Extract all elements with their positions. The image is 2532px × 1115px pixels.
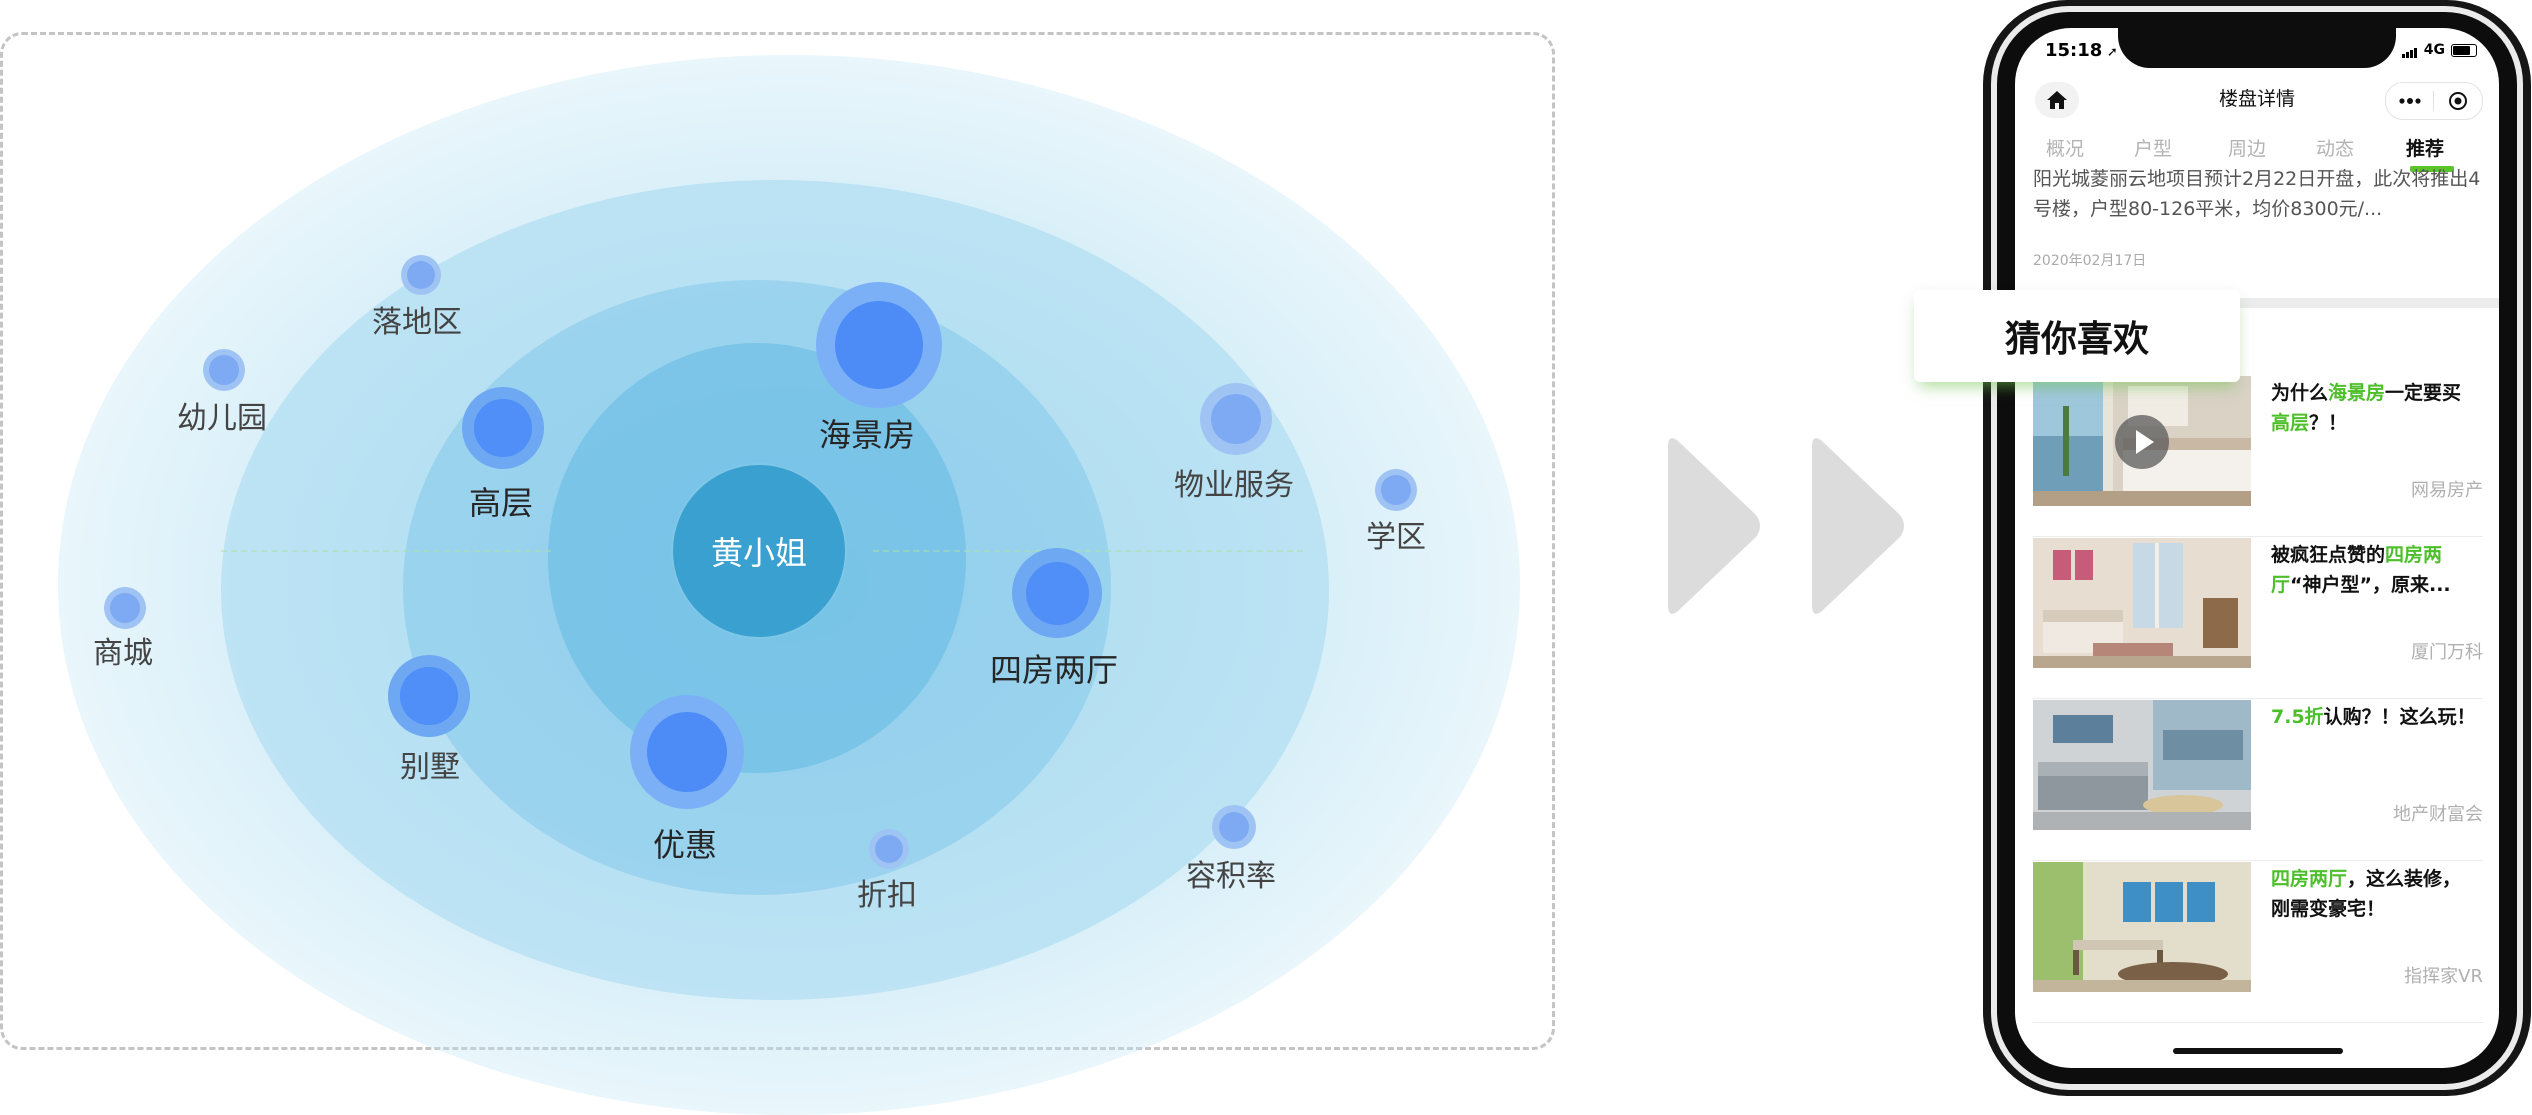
- article-source: 指挥家VR: [2404, 966, 2483, 987]
- chevron-right-icon: [1668, 438, 1760, 614]
- notch: [2118, 28, 2396, 68]
- tag-dot: [1200, 383, 1272, 455]
- tag-dot: [462, 387, 544, 469]
- article-thumbnail: [2033, 862, 2251, 992]
- tag-label: 高层: [468, 484, 534, 522]
- home-icon: [2047, 91, 2067, 109]
- tag-dot: [1375, 469, 1417, 511]
- close-miniapp-button[interactable]: [2434, 91, 2481, 111]
- tag-dot: [816, 282, 942, 408]
- article-card[interactable]: 7.5折认购？！这么玩！ 地产财富会: [2033, 700, 2483, 861]
- tab-recommend[interactable]: 推荐: [2405, 138, 2445, 160]
- nav-bar: 楼盘详情: [2015, 72, 2499, 128]
- tag-dot: [1012, 548, 1102, 638]
- page-title: 楼盘详情: [2218, 88, 2295, 110]
- article-card[interactable]: 被疯狂点赞的四房两厅“神户型”，原来... 厦门万科: [2033, 538, 2483, 699]
- signal-icon: [2401, 42, 2418, 58]
- article-thumbnail: [2033, 538, 2251, 668]
- tag-label: 容积率: [1186, 859, 1276, 894]
- interest-map: 黄小姐 海景房 高层 四房两厅 优惠 别墅 物业服务 落地区 幼儿园 商城: [0, 32, 1555, 1115]
- tag-dot: [203, 349, 245, 391]
- tab-news[interactable]: 动态: [2315, 138, 2355, 160]
- target-icon: [2448, 92, 2467, 110]
- tab-overview[interactable]: 概况: [2045, 138, 2085, 160]
- capsule-divider: [2433, 91, 2434, 111]
- article-source: 地产财富会: [2393, 804, 2483, 825]
- tag-dot: [869, 829, 909, 869]
- tab-bar: 概况 户型 周边 动态 推荐: [2015, 134, 2499, 174]
- status-icons: 4G: [2401, 42, 2477, 58]
- more-icon: [2398, 98, 2421, 104]
- article-title: 为什么海景房一定要买高层？！: [2271, 382, 2462, 434]
- article-card[interactable]: 四房两厅，这么装修，刚需变豪宅！ 指挥家VR: [2033, 862, 2483, 1023]
- axis-right: [873, 550, 1303, 552]
- active-tab-indicator: [2410, 166, 2454, 172]
- network-label: 4G: [2423, 42, 2445, 58]
- tag-label: 海景房: [818, 416, 916, 454]
- chevron-right-icon: [1812, 438, 1904, 614]
- tag-label: 四房两厅: [989, 651, 1119, 689]
- axis-left: [221, 550, 551, 552]
- status-time: 15:18 ➚: [2045, 40, 2118, 61]
- article-title: 7.5折认购？！这么玩！: [2271, 706, 2476, 728]
- tag-dot: [1212, 805, 1256, 849]
- tag-dot: [388, 655, 470, 737]
- home-indicator: [2173, 1048, 2343, 1054]
- more-button[interactable]: [2386, 98, 2433, 104]
- tag-label: 落地区: [372, 305, 462, 340]
- article-source: 网易房产: [2411, 480, 2483, 501]
- article-title: 四房两厅，这么装修，刚需变豪宅！: [2271, 868, 2462, 920]
- tag-label: 物业服务: [1174, 468, 1294, 503]
- article-thumbnail: [2033, 700, 2251, 830]
- article-source: 厦门万科: [2411, 642, 2483, 663]
- mini-program-capsule: [2385, 82, 2483, 120]
- user-name: 黄小姐: [710, 534, 807, 572]
- tag-dot: [630, 695, 744, 809]
- tab-layout[interactable]: 户型: [2133, 138, 2173, 160]
- tag-label: 别墅: [400, 750, 460, 785]
- tag-label: 优惠: [652, 826, 718, 864]
- tag-label: 学区: [1366, 520, 1426, 555]
- article-card[interactable]: 为什么海景房一定要买高层？！ 网易房产: [2033, 376, 2483, 537]
- play-icon[interactable]: [2114, 414, 2170, 470]
- tag-label: 折扣: [857, 878, 917, 913]
- section-title-callout: 猜你喜欢: [1914, 290, 2240, 382]
- user-center-node[interactable]: 黄小姐: [673, 465, 845, 637]
- home-button[interactable]: [2035, 82, 2079, 118]
- phone-screen: 15:18 ➚ 4G 楼盘详情: [2015, 28, 2499, 1068]
- news-date: 2020年02月17日: [2033, 253, 2147, 269]
- tag-dot: [401, 255, 441, 295]
- battery-icon: [2451, 43, 2477, 57]
- section-title: 猜你喜欢: [2004, 319, 2149, 360]
- tab-surroundings[interactable]: 周边: [2227, 138, 2267, 160]
- phone-frame: 15:18 ➚ 4G 楼盘详情: [1983, 0, 2531, 1096]
- tag-label: 商城: [93, 636, 153, 671]
- section-divider: [2015, 298, 2499, 308]
- tag-dot: [104, 587, 146, 629]
- article-title: 被疯狂点赞的四房两厅“神户型”，原来...: [2271, 544, 2451, 596]
- tag-label: 幼儿园: [177, 401, 267, 436]
- article-thumbnail: [2033, 376, 2251, 506]
- news-snippet[interactable]: 阳光城菱丽云地项目预计2月22日开盘，此次将推出4号楼，户型80-126平米，均…: [2033, 168, 2481, 220]
